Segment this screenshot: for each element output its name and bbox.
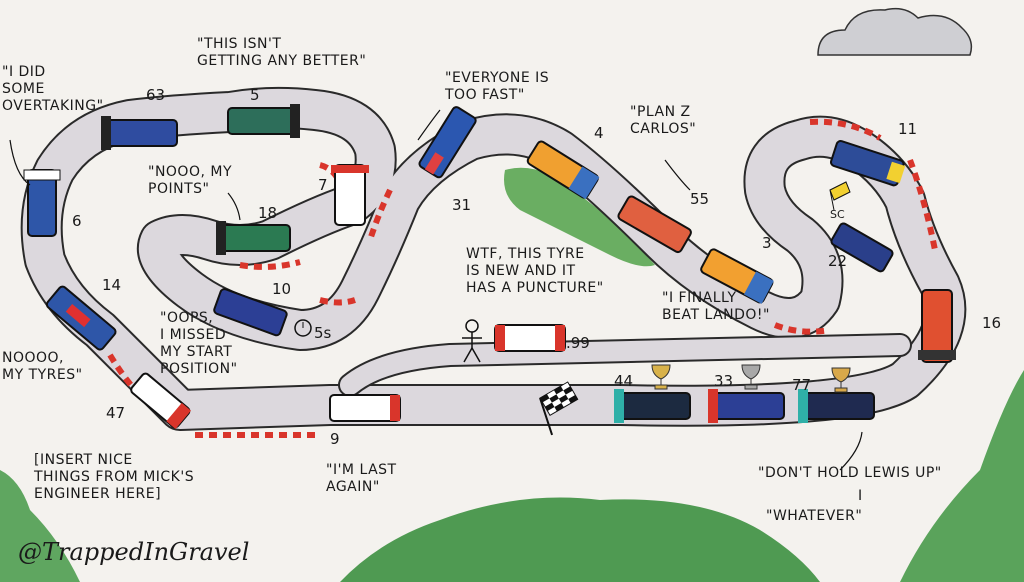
car-99 bbox=[494, 324, 566, 352]
grass-patch bbox=[504, 167, 655, 267]
quote-47: [INSERT NICE THINGS FROM MICK'S ENGINEER… bbox=[34, 452, 195, 502]
grass-hill bbox=[340, 497, 820, 582]
number-22: 22 bbox=[828, 252, 848, 270]
car-77 bbox=[798, 389, 875, 423]
car-63 bbox=[101, 116, 178, 150]
pointer-lines bbox=[9, 109, 863, 471]
car-14 bbox=[45, 285, 117, 351]
car-10 bbox=[213, 288, 288, 337]
number-7: 7 bbox=[318, 176, 328, 194]
car-44 bbox=[614, 389, 691, 423]
quote-31: "EVERYONE IS TOO FAST" bbox=[445, 70, 550, 103]
car-6 bbox=[23, 169, 61, 237]
artist-signature: @TrappedInGravel bbox=[18, 538, 250, 566]
number-6: 6 bbox=[72, 212, 82, 230]
car-31 bbox=[418, 106, 477, 179]
car-55 bbox=[617, 195, 692, 254]
car-9 bbox=[329, 394, 401, 422]
grass-right bbox=[900, 370, 1024, 582]
quote-77-a: "DON'T HOLD LEWIS UP" bbox=[758, 465, 942, 481]
grass-left bbox=[0, 470, 80, 582]
number-4: 4 bbox=[594, 124, 604, 142]
number-63: 63 bbox=[146, 86, 166, 104]
number-99: .99 bbox=[566, 334, 590, 352]
car-33 bbox=[708, 389, 785, 423]
number-3: 3 bbox=[762, 234, 772, 252]
trophy-gold-icon bbox=[651, 364, 671, 390]
number-5s: 5s bbox=[314, 324, 332, 342]
quote-99: WTF, THIS TYRE IS NEW AND IT HAS A PUNCT… bbox=[466, 246, 604, 296]
quote-18: "NOOO, MY POINTS" bbox=[148, 164, 233, 197]
number-31: 31 bbox=[452, 196, 472, 214]
number-55: 55 bbox=[690, 190, 710, 208]
trophies bbox=[651, 364, 851, 393]
number-11: 11 bbox=[898, 120, 918, 138]
number-14: 14 bbox=[102, 276, 122, 294]
stick-figure bbox=[462, 319, 482, 363]
number-10: 10 bbox=[272, 280, 292, 298]
car-4 bbox=[526, 140, 600, 200]
quote-63: "I DID SOME OVERTAKING" bbox=[2, 64, 104, 114]
car-22 bbox=[830, 222, 894, 273]
number-47: 47 bbox=[106, 404, 126, 422]
cloud bbox=[817, 7, 973, 56]
car-11 bbox=[830, 140, 906, 187]
quote-14: NOOOO, MY TYRES" bbox=[2, 350, 83, 383]
number-9: 9 bbox=[330, 430, 340, 448]
quote-3: "I FINALLY BEAT LANDO!" bbox=[662, 290, 770, 323]
safety-car-label: SC bbox=[830, 208, 845, 221]
car-3 bbox=[700, 248, 774, 304]
car-47 bbox=[130, 372, 191, 429]
cars bbox=[23, 104, 956, 429]
car-5 bbox=[227, 104, 300, 138]
trophy-silver-icon bbox=[741, 364, 761, 390]
number-33: 33 bbox=[714, 372, 734, 390]
car-7 bbox=[331, 164, 369, 226]
quote-77-b: "WHATEVER" bbox=[766, 508, 863, 524]
number-77: 77 bbox=[792, 376, 812, 394]
stopwatch-icon bbox=[294, 319, 312, 337]
trophy-bronze-icon bbox=[831, 367, 851, 393]
number-18: 18 bbox=[258, 204, 278, 222]
number-5: 5 bbox=[250, 86, 260, 104]
quote-9: "I'M LAST AGAIN" bbox=[326, 462, 397, 495]
car-18 bbox=[216, 221, 291, 255]
car-16 bbox=[918, 289, 956, 363]
quote-10: "OOPS, I MISSED MY START POSITION" bbox=[160, 310, 238, 377]
quote-77-sep: I bbox=[858, 488, 863, 504]
chequered-flag-icon bbox=[539, 381, 579, 436]
quote-55: "PLAN Z CARLOS" bbox=[630, 104, 697, 137]
safety-car-flag-icon bbox=[829, 181, 851, 211]
number-44: 44 bbox=[614, 372, 634, 390]
number-16: 16 bbox=[982, 314, 1002, 332]
quote-5: "THIS ISN'T GETTING ANY BETTER" bbox=[197, 36, 367, 69]
